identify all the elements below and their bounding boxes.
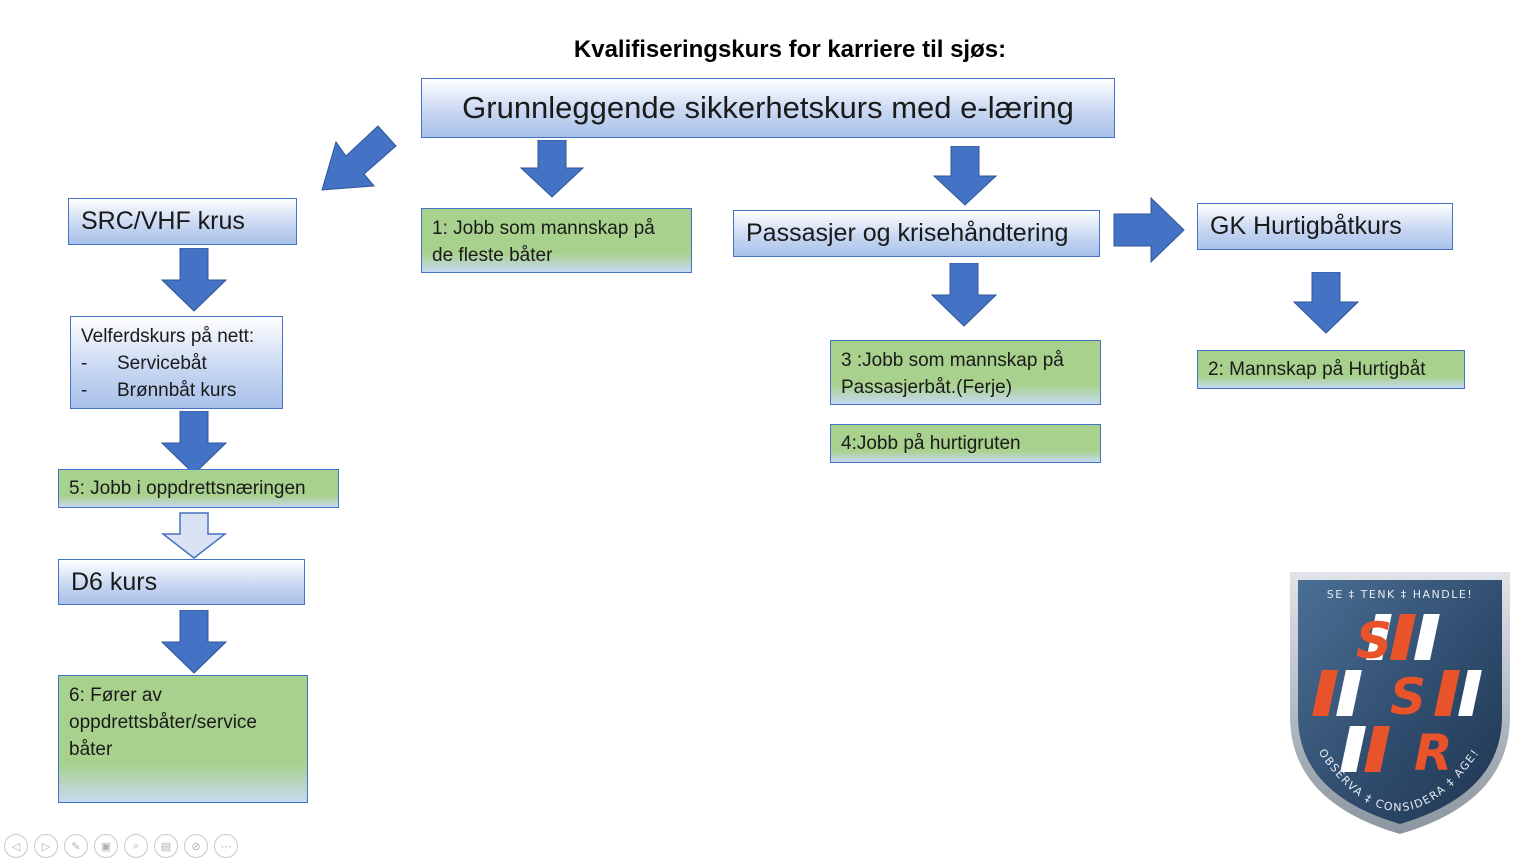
velferd-item: -Servicebåt [81, 353, 207, 374]
job4-box: 4:Jobb på hurtigruten [830, 424, 1101, 463]
prev-icon[interactable]: ◁ [4, 834, 28, 858]
arrow-down-job3 [931, 263, 997, 327]
presentation-toolbar: ◁ ▷ ✎ ▣ ⌕ ▤ ⊘ ⋯ [4, 834, 238, 860]
job1-line: 1: Jobb som mannskap på [432, 218, 655, 239]
main-course-label: Grunnleggende sikkerhetskurs med e-lærin… [462, 90, 1074, 125]
job4-label: 4:Jobb på hurtigruten [841, 433, 1021, 454]
velferd-item: -Brønnbåt kurs [81, 380, 237, 401]
arrow-down-job5 [161, 411, 227, 475]
src-vhf-label: SRC/VHF krus [81, 207, 245, 235]
slides-icon[interactable]: ▣ [94, 834, 118, 858]
src-vhf-box: SRC/VHF krus [68, 198, 297, 245]
ssr-logo: SE ‡ TENK ‡ HANDLE! S S R OBSERVA ‡ CONS… [1286, 566, 1514, 843]
arrow-down-job1 [520, 140, 584, 198]
job6-line: oppdrettsbåter/service [69, 712, 257, 733]
job1-box: 1: Jobb som mannskap på de fleste båter [421, 208, 692, 273]
logo-letter: S [1356, 612, 1392, 670]
gk-hurtigbat-box: GK Hurtigbåtkurs [1197, 203, 1453, 250]
main-course-box: Grunnleggende sikkerhetskurs med e-lærin… [421, 78, 1115, 138]
next-icon[interactable]: ▷ [34, 834, 58, 858]
velferd-box: Velferdskurs på nett: -Servicebåt -Brønn… [70, 316, 283, 409]
job1-line: de fleste båter [432, 245, 553, 266]
more-icon[interactable]: ⋯ [214, 834, 238, 858]
job5-label: 5: Jobb i oppdrettsnæringen [69, 478, 306, 499]
pen-icon[interactable]: ✎ [64, 834, 88, 858]
passasjer-box: Passasjer og krisehåndtering [733, 210, 1100, 257]
job2-box: 2: Mannskap på Hurtigbåt [1197, 350, 1465, 389]
job3-box: 3 :Jobb som mannskap på Passasjerbåt.(Fe… [830, 340, 1101, 405]
logo-letter: S [1390, 668, 1426, 726]
job5-box: 5: Jobb i oppdrettsnæringen [58, 469, 339, 508]
zoom-icon[interactable]: ⌕ [124, 834, 148, 858]
camera-off-icon[interactable]: ⊘ [184, 834, 208, 858]
page-title: Kvalifiseringskurs for karriere til sjøs… [573, 36, 1007, 63]
velferd-title: Velferdskurs på nett: [81, 326, 255, 347]
arrow-down-velferd [161, 248, 227, 312]
d6-box: D6 kurs [58, 559, 305, 605]
arrow-down-passasjer [933, 146, 997, 206]
job6-box: 6: Fører av oppdrettsbåter/service båter [58, 675, 308, 803]
hollow-arrow-down-d6 [161, 512, 227, 560]
job2-label: 2: Mannskap på Hurtigbåt [1208, 359, 1426, 380]
subtitle-icon[interactable]: ▤ [154, 834, 178, 858]
arrow-right-gk [1113, 197, 1185, 263]
diagonal-arrow-to-src [320, 122, 400, 194]
gk-label: GK Hurtigbåtkurs [1210, 212, 1402, 240]
job3-line: 3 :Jobb som mannskap på [841, 350, 1064, 371]
job3-line: Passasjerbåt.(Ferje) [841, 377, 1013, 398]
logo-top-text: SE ‡ TENK ‡ HANDLE! [1327, 588, 1474, 601]
d6-label: D6 kurs [71, 567, 158, 596]
passasjer-label: Passasjer og krisehåndtering [746, 219, 1069, 247]
job6-line: båter [69, 739, 113, 760]
arrow-down-job6 [161, 610, 227, 674]
arrow-down-job2 [1293, 272, 1359, 334]
job6-line: 6: Fører av [69, 685, 162, 706]
logo-letter: R [1414, 724, 1453, 782]
